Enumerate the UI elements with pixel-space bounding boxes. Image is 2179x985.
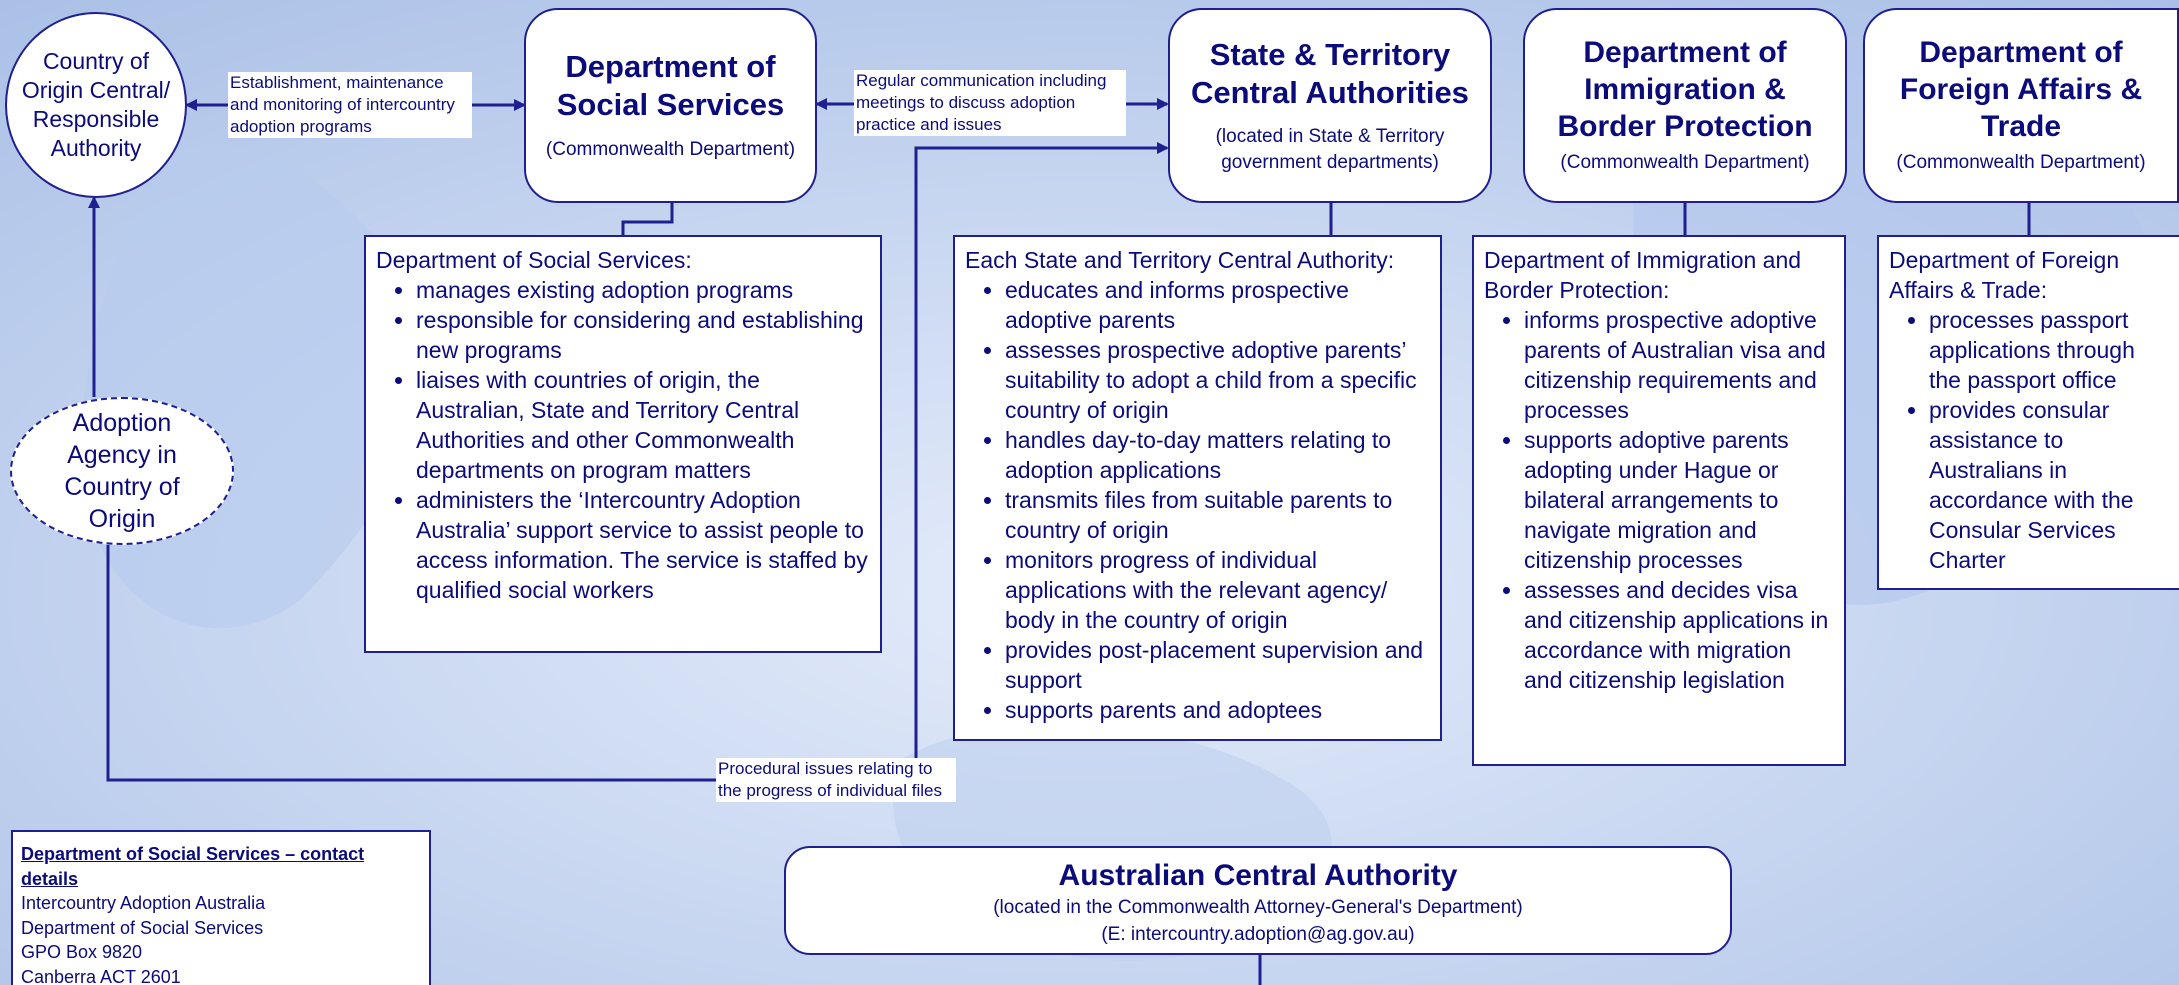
country-of-origin-text: Country of Origin Central/ Responsible A… — [21, 48, 171, 161]
state-list-heading: Each State and Territory Central Authori… — [965, 247, 1395, 273]
state-subtitle: (located in State & Territory government… — [1215, 126, 1445, 173]
list-item: informs prospective adoptive parents of … — [1524, 305, 1834, 425]
dfat-list-box: Department of Foreign Affairs & Trade: p… — [1877, 235, 2179, 590]
list-item: provides post-placement supervision and … — [1005, 635, 1430, 695]
contact-line: Canberra ACT 2601 — [21, 966, 181, 985]
dss-title: Department of Social Services — [556, 49, 785, 122]
contact-line: Department of Social Services — [21, 917, 264, 938]
list-item: processes passport applications through … — [1929, 305, 2169, 395]
list-item: handles day-to-day matters relating to a… — [1005, 425, 1430, 485]
regular-communication-label: Regular communication including meetings… — [854, 70, 1126, 136]
dfat-box: Department of Foreign Affairs & Trade (C… — [1863, 8, 2179, 203]
contact-line: Intercountry Adoption Australia — [21, 893, 266, 913]
list-item: supports adoptive parents adopting under… — [1524, 425, 1834, 575]
contact-line: GPO Box 9820 — [21, 942, 143, 962]
immigration-title: Department of Immigration & Border Prote… — [1557, 36, 1813, 143]
immigration-list-box: Department of Immigration and Border Pro… — [1472, 235, 1846, 766]
immigration-list: informs prospective adoptive parents of … — [1484, 305, 1834, 695]
list-item: liaises with countries of origin, the Au… — [416, 365, 870, 485]
establishment-label: Establishment, maintenance and monitorin… — [228, 72, 472, 138]
country-of-origin-circle: Country of Origin Central/ Responsible A… — [5, 12, 187, 198]
list-item: supports parents and adoptees — [1005, 695, 1430, 725]
list-item: administers the ‘Intercountry Adoption A… — [416, 485, 870, 605]
list-item: educates and informs prospective adoptiv… — [1005, 275, 1430, 335]
list-item: transmits files from suitable parents to… — [1005, 485, 1430, 545]
adoption-agency-text: Adoption Agency in Country of Origin — [64, 409, 180, 533]
acl-line1: (located in the Commonwealth Attorney-Ge… — [993, 897, 1523, 918]
list-item: provides consular assistance to Australi… — [1929, 395, 2169, 575]
list-item: monitors progress of individual applicat… — [1005, 545, 1430, 635]
dss-list-heading: Department of Social Services: — [376, 247, 692, 273]
dfat-list: processes passport applications through … — [1889, 305, 2169, 575]
immigration-box: Department of Immigration & Border Prote… — [1523, 8, 1847, 203]
adoption-agency-ellipse: Adoption Agency in Country of Origin — [10, 397, 234, 545]
state-box: State & Territory Central Authorities (l… — [1168, 8, 1492, 203]
dss-list-box: Department of Social Services: manages e… — [364, 235, 882, 653]
dfat-subtitle: (Commonwealth Department) — [1896, 152, 2146, 173]
acl-line2: (E: intercountry.adoption@ag.gov.au) — [1101, 924, 1415, 945]
dss-list: manages existing adoption programs respo… — [376, 275, 870, 605]
acl-title: Australian Central Authority — [1058, 859, 1458, 892]
state-list: educates and informs prospective adoptiv… — [965, 275, 1430, 725]
list-item: assesses and decides visa and citizenshi… — [1524, 575, 1834, 695]
list-item: manages existing adoption programs — [416, 275, 870, 305]
list-item: responsible for considering and establis… — [416, 305, 870, 365]
state-title: State & Territory Central Authorities — [1191, 37, 1469, 110]
dss-box: Department of Social Services (Commonwea… — [524, 8, 817, 203]
immigration-list-heading: Department of Immigration and Border Pro… — [1484, 247, 1802, 303]
state-list-box: Each State and Territory Central Authori… — [953, 235, 1442, 741]
contact-heading: Department of Social Services – contact … — [21, 844, 365, 889]
immigration-subtitle: (Commonwealth Department) — [1560, 152, 1810, 173]
dfat-title: Department of Foreign Affairs & Trade — [1899, 36, 2143, 143]
dss-subtitle: (Commonwealth Department) — [545, 139, 796, 160]
list-item: assesses prospective adoptive parents’ s… — [1005, 335, 1430, 425]
dss-contact-box: Department of Social Services – contact … — [11, 830, 431, 985]
acl-box: Australian Central Authority (located in… — [784, 846, 1732, 955]
dfat-list-heading: Department of Foreign Affairs & Trade: — [1889, 247, 2120, 303]
procedural-label: Procedural issues relating to the progre… — [716, 758, 956, 802]
